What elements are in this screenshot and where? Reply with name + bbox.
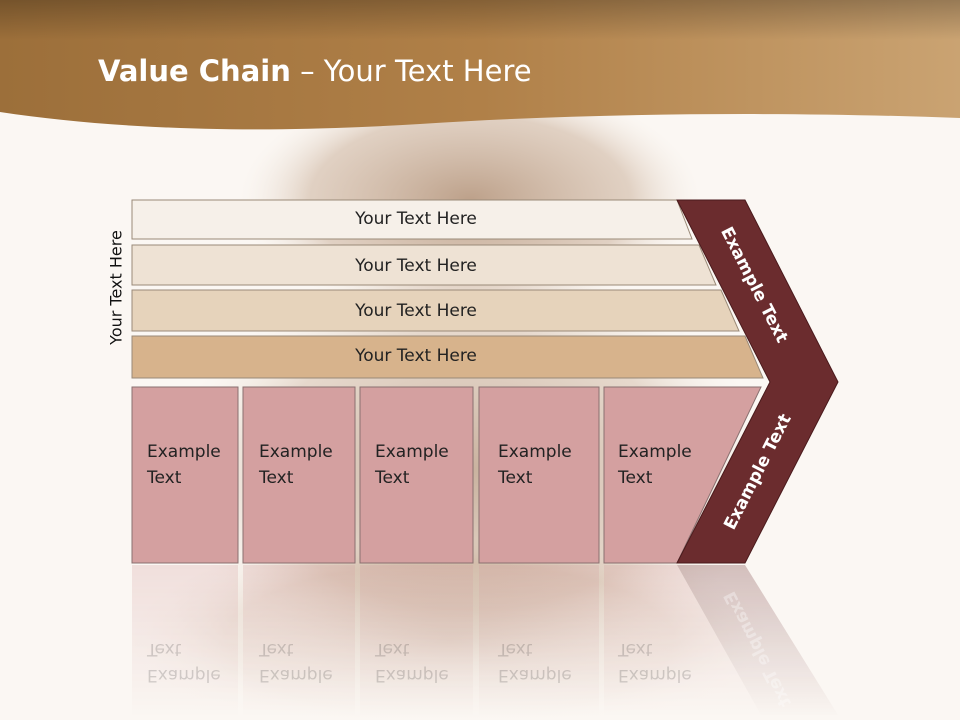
row-bar-2	[131, 244, 717, 286]
row-bar-4	[131, 335, 764, 379]
reflection	[132, 565, 838, 715]
slide-title: Value Chain – Your Text Here	[98, 54, 532, 88]
row-bar-1	[131, 199, 693, 240]
activity-box-1	[131, 386, 239, 564]
row-label-4: Your Text Here	[355, 346, 477, 366]
row-label-2: Your Text Here	[355, 256, 477, 276]
activity-box-4	[478, 386, 600, 564]
title-rest: – Your Text Here	[290, 54, 532, 88]
margin-chevron	[676, 199, 839, 564]
activity-box-2	[242, 386, 356, 564]
row-bar-3	[131, 289, 740, 332]
row-label-1: Your Text Here	[355, 209, 477, 229]
title-bold: Value Chain	[98, 54, 291, 88]
row-label-3: Your Text Here	[355, 301, 477, 321]
activity-box-3	[359, 386, 474, 564]
